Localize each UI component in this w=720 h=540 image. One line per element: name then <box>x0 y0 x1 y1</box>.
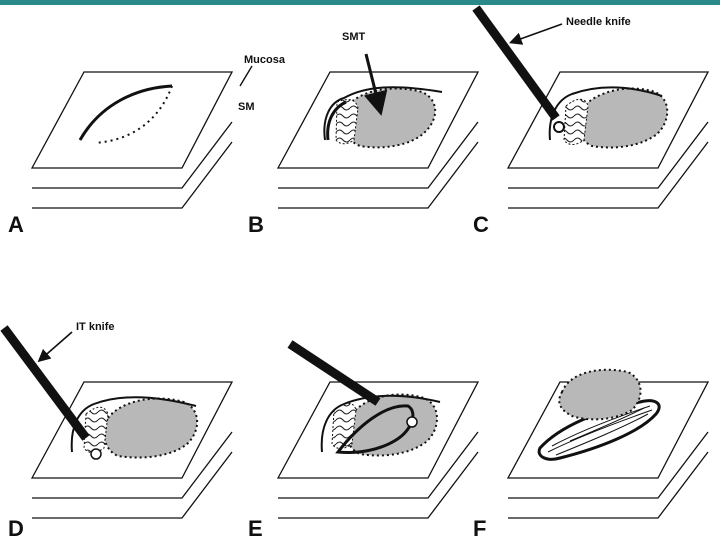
mucosa-label: Mucosa <box>244 54 286 66</box>
it-knife-arrow <box>37 331 73 363</box>
smt-label: SMT <box>342 31 366 43</box>
panel-letter-b: B <box>248 212 264 237</box>
panel-e: E <box>248 340 480 540</box>
planned-incision-line <box>94 85 173 144</box>
top-accent-bar <box>0 0 720 5</box>
panel-letter-c: C <box>473 212 489 237</box>
lifted-mucosal-flap <box>563 98 589 145</box>
sm-label: SM <box>238 101 255 113</box>
tissue-layers <box>30 71 234 209</box>
needle-knife-tip <box>553 121 565 133</box>
it-knife-label: IT knife <box>76 321 115 333</box>
panel-letter-e: E <box>248 516 263 540</box>
mucosal-incision <box>320 394 441 453</box>
mucosal-incision <box>70 396 197 453</box>
panel-a: Mucosa SM A <box>8 54 286 237</box>
needle-knife-shaft <box>472 5 560 121</box>
exposed-muscle-fibers <box>547 405 653 456</box>
needle-knife-arrow <box>508 23 563 45</box>
it-knife-ball-tip <box>90 448 102 460</box>
lifted-mucosal-flap <box>83 406 109 453</box>
panel-d: IT knife D <box>0 321 234 540</box>
mucosal-incision <box>548 86 663 141</box>
panel-b: SMT B <box>248 31 480 237</box>
mucosal-incision <box>323 86 443 141</box>
it-knife-ball-tip <box>406 416 418 428</box>
mucosal-incision-edge <box>326 100 347 141</box>
panel-letter-f: F <box>473 516 486 540</box>
mucosa-pointer <box>239 65 253 87</box>
mucosal-incision <box>78 84 173 141</box>
resected-tumor <box>558 368 642 421</box>
needle-knife-label: Needle knife <box>566 16 631 28</box>
it-knife-shaft <box>287 340 381 406</box>
lifted-mucosal-flap <box>335 99 359 145</box>
panel-f: F <box>473 368 710 540</box>
panel-letter-d: D <box>8 516 24 540</box>
panel-c: Needle knife C <box>472 5 710 237</box>
it-knife-shaft <box>0 325 90 441</box>
panel-letter-a: A <box>8 212 24 237</box>
smt-arrow <box>363 53 388 116</box>
submucosal-tumor <box>102 397 199 459</box>
